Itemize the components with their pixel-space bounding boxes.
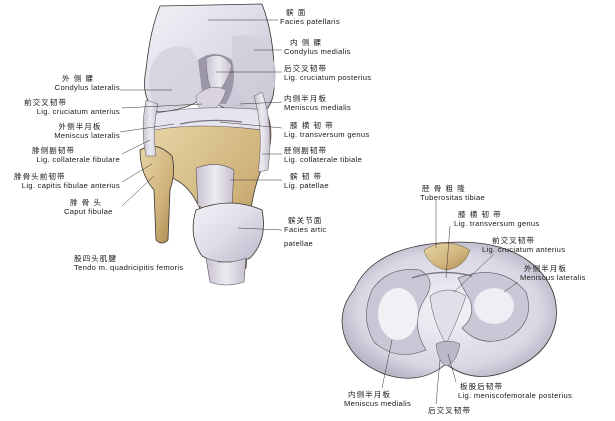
leader-lines-plateau (381, 200, 519, 405)
label-r-lig-cruciatum-posterius: 后交叉韧带 (428, 406, 471, 415)
label-condylus-lateralis: 外 侧 髁 Condylus lateralis (54, 74, 120, 92)
label-r-meniscus-lateralis: 外侧半月板 Meniscus lateralis (520, 264, 586, 282)
label-lig-patellae: 髌 韧 带 Lig. patellae (284, 172, 329, 190)
label-r-meniscus-medialis: 内侧半月板 Meniscus medialis (344, 390, 412, 408)
label-lig-cruciatum-anterius: 前交叉韧带 Lig. cruciatum anterius (24, 98, 120, 116)
anterior-cruciate-ligament (195, 86, 227, 115)
patella (192, 202, 264, 264)
label-lig-transversum-genus: 膝 横 韧 带 Lig. transversum genus (284, 121, 370, 139)
anterior-knee-view (139, 3, 276, 286)
label-meniscus-lateralis: 外侧半月板 Meniscus lateralis (54, 122, 120, 140)
quadriceps-tendon (205, 257, 247, 286)
label-r-lig-transversum-genus: 膝 横 韧 带 Lig. transversum genus (454, 210, 540, 228)
label-r-lig-cruciatum-anterius: 前交叉韧带 Lig. cruciatum anterius (482, 236, 566, 254)
label-facies-patellaris: 髌 面 Facies patellaris (280, 8, 340, 26)
fibular-collateral-ligament (142, 99, 159, 157)
posterior-cruciate-ligament (205, 55, 233, 97)
cruciate-stumps (429, 289, 467, 345)
label-lig-collaterale-fibulare: 腓侧副韧带 Lig. collaterale fibulare (32, 146, 120, 164)
leader-lines-anterior (119, 19, 283, 263)
patellar-ligament (195, 164, 235, 210)
label-meniscus-medialis: 内侧半月板 Meniscus medialis (284, 94, 352, 112)
label-caput-fibulae: 腓 骨 头 Caput fibulae (64, 198, 113, 216)
label-condylus-medialis: 内 侧 髁 Condylus medialis (284, 38, 351, 56)
label-tendo-quadricipitis: 股四头肌腱 Tendo m. quadricipitis femoris (74, 254, 184, 272)
label-facies-artic-patellae: 髌关节面 Facies artic patellae (284, 216, 327, 248)
label-lig-cruciatum-posterius: 后交叉韧带 Lig. cruciatum posterius (284, 64, 372, 82)
label-lig-capitis-fibulae-anterius: 腓骨头前韧带 Lig. capitis fibulae anterius (14, 172, 120, 190)
tibial-plateau-view (341, 241, 557, 379)
tibial-collateral-ligament (253, 91, 271, 173)
label-lig-collaterale-tibiale: 胫侧副韧带 Lig. collaterale tibiale (284, 146, 363, 164)
fibula (139, 145, 174, 244)
label-r-lig-meniscofemorale-posterius: 板股后韧带 Lig. meniscofemorale posterius (458, 382, 573, 400)
tibial-tuberosity (423, 242, 471, 271)
label-tuberositas-tibiae: 胫 骨 粗 隆 Tuberositas tibiae (420, 184, 486, 202)
